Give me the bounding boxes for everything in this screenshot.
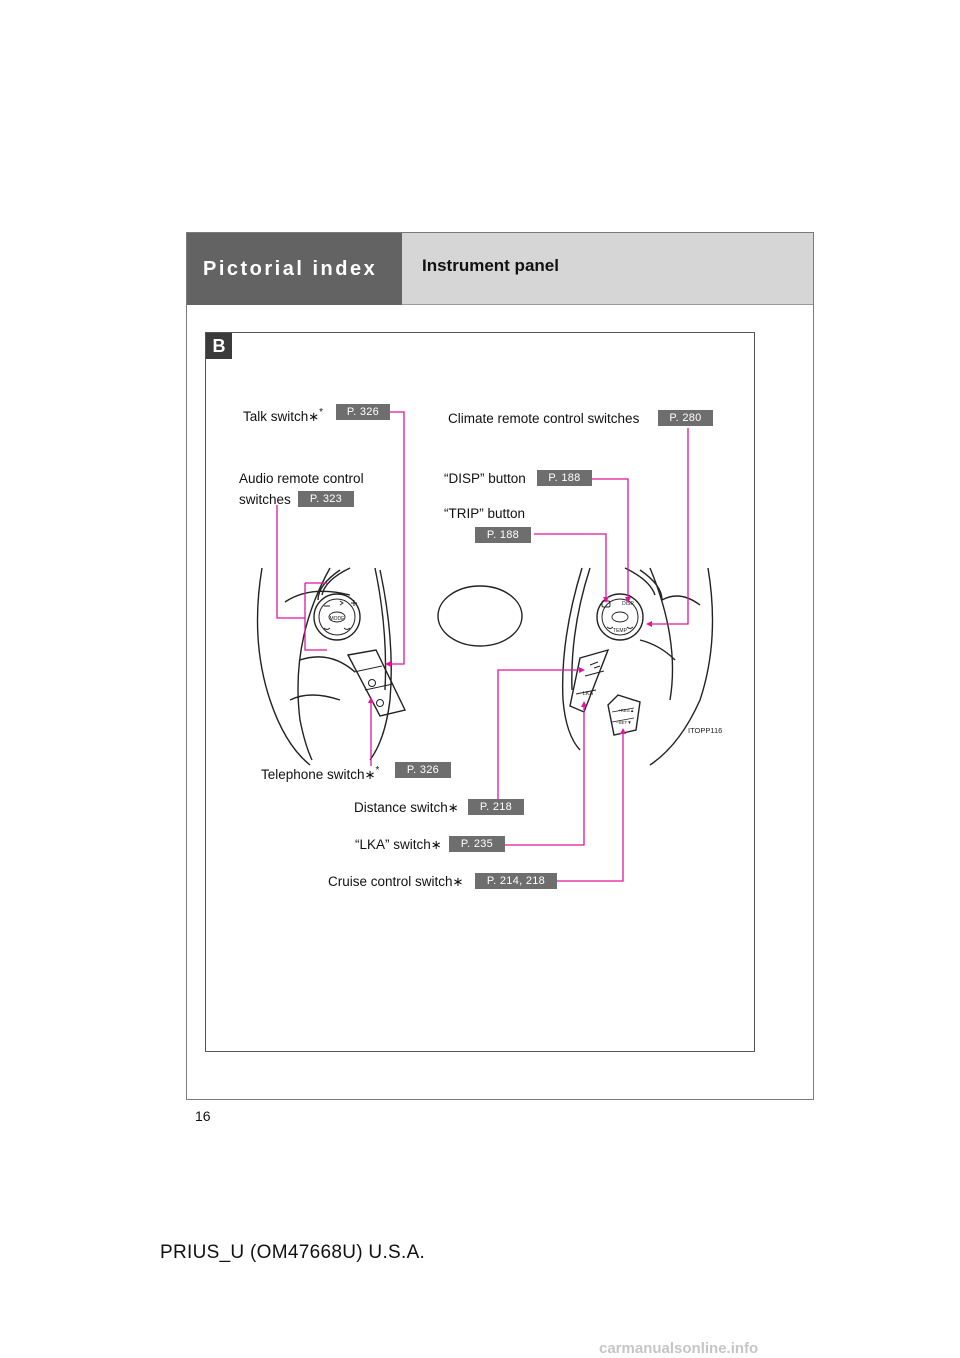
page-frame <box>186 232 814 1100</box>
distance-switch-mark: ∗ <box>447 800 459 815</box>
audio-switch-pad <box>313 593 361 641</box>
section-tab: Pictorial index <box>187 233 402 305</box>
page-number: 16 <box>195 1108 211 1124</box>
talk-switch-text: Talk switch <box>243 409 309 424</box>
illustration-panel <box>205 332 755 1052</box>
audio-switches-label-line2: switches <box>239 492 291 507</box>
climate-switches-label: Climate remote control switches <box>448 411 640 426</box>
lka-button-label: LKA <box>583 691 594 697</box>
cruise-control-switch-text: Cruise control switch <box>328 874 453 889</box>
disp-button-callout: “DISP” button <box>444 471 526 486</box>
audio-switches-label-line1: Audio remote control <box>239 471 364 486</box>
disp-button-label: DISP <box>622 601 634 607</box>
page-title: Instrument panel <box>402 233 813 305</box>
cruise-res-label: +RES▲ <box>618 708 634 713</box>
telephone-switch-page-ref[interactable]: P. 326 <box>395 762 451 778</box>
distance-switch-page-ref[interactable]: P. 218 <box>468 799 524 815</box>
cruise-control-switch-page-ref[interactable]: P. 214, 218 <box>475 873 557 889</box>
telephone-switch-text: Telephone switch <box>261 767 365 782</box>
cruise-lever <box>607 694 641 736</box>
trip-button-callout: “TRIP” button <box>444 506 526 521</box>
telephone-switch-sup: * <box>375 765 380 776</box>
temp-button-label: TEMP <box>613 628 628 634</box>
distance-switch-label: Distance switch∗ <box>354 800 459 816</box>
audio-switches-page-ref[interactable]: P. 323 <box>298 491 354 507</box>
climate-switch-pad <box>596 593 644 641</box>
left-switch-column <box>346 649 407 717</box>
cruise-control-switch-mark: ∗ <box>452 874 464 889</box>
leader-lines <box>276 411 689 882</box>
illustration-code: ITOPP116 <box>688 726 722 735</box>
talk-switch-page-ref[interactable]: P. 326 <box>336 404 390 420</box>
talk-switch-mark: ∗ <box>308 409 320 424</box>
cruise-control-switch-label: Cruise control switch∗ <box>328 874 463 890</box>
distance-switch-text: Distance switch <box>354 800 448 815</box>
talk-switch-label: Talk switch∗* <box>243 405 323 425</box>
right-wheel-outer-rim <box>649 567 714 766</box>
document-footer: PRIUS_U (OM47668U) U.S.A. <box>160 1242 426 1263</box>
center-gauge-oval <box>437 585 523 647</box>
lka-switch-text: “LKA” switch <box>355 837 431 852</box>
telephone-switch-mark: ∗ <box>364 767 376 782</box>
trip-button-page-ref[interactable]: P. 188 <box>475 527 531 543</box>
cruise-set-label: –SET▼ <box>616 720 632 725</box>
telephone-switch-label: Telephone switch∗* <box>261 763 379 783</box>
climate-switches-page-ref[interactable]: P. 280 <box>658 410 713 426</box>
panel-badge: B <box>206 333 232 359</box>
talk-switch-sup: * <box>319 407 324 418</box>
left-wheel-outer-rim <box>256 567 311 766</box>
disp-button-page-ref[interactable]: P. 188 <box>537 470 592 486</box>
lka-switch-page-ref[interactable]: P. 235 <box>449 836 505 852</box>
lka-switch-label: “LKA” switch∗ <box>355 837 442 853</box>
right-switch-column <box>569 648 610 713</box>
mode-button-label: MODE <box>330 616 346 622</box>
watermark: carmanualsonline.info <box>599 1340 759 1357</box>
lka-switch-mark: ∗ <box>430 837 442 852</box>
